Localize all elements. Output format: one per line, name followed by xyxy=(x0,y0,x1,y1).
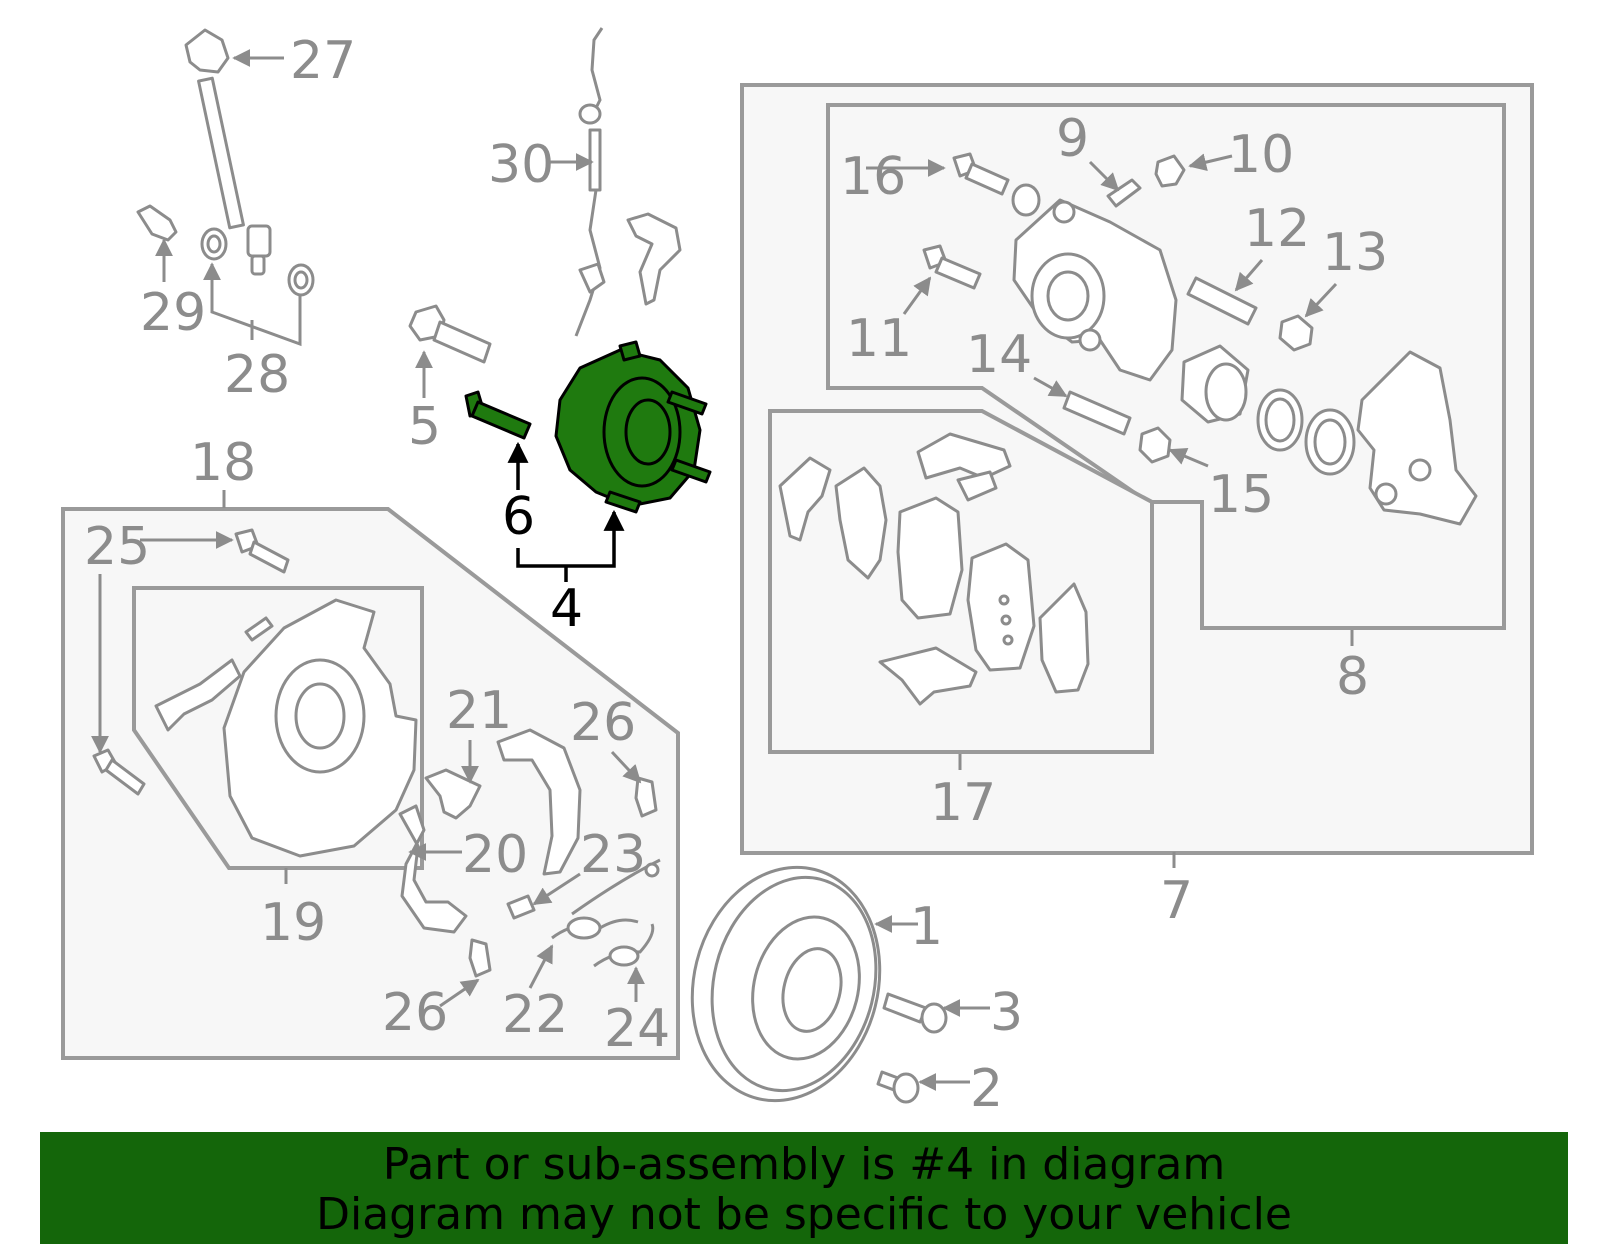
label-11: 11 xyxy=(846,309,912,369)
adjuster-lever xyxy=(154,616,274,732)
label-20: 20 xyxy=(462,825,528,885)
shoe-part-20 xyxy=(398,804,468,934)
label-12: 12 xyxy=(1244,199,1310,259)
spring-part-24 xyxy=(593,923,655,968)
backing-plate xyxy=(222,598,418,858)
banner-line-2: Diagram may not be specific to your vehi… xyxy=(316,1189,1292,1240)
label-13: 13 xyxy=(1322,223,1388,283)
label-24: 24 xyxy=(604,999,670,1059)
shoe-upper xyxy=(496,728,582,876)
label-7: 7 xyxy=(1160,871,1193,931)
leader-lines xyxy=(91,49,1354,1091)
info-banner: Part or sub-assembly is #4 in diagram Di… xyxy=(40,1132,1568,1244)
label-16: 16 xyxy=(840,147,906,207)
bleeder-part-29 xyxy=(136,204,178,242)
leader-lines-highlight xyxy=(507,441,625,582)
guide-pin-part-14 xyxy=(1062,390,1132,436)
banner-line-1: Part or sub-assembly is #4 in diagram xyxy=(382,1139,1226,1190)
brake-hose-part-27 xyxy=(184,28,272,276)
label-28: 28 xyxy=(224,345,290,405)
label-21: 21 xyxy=(446,681,512,741)
label-10: 10 xyxy=(1228,125,1294,185)
caliper-housing xyxy=(1012,198,1178,382)
label-14: 14 xyxy=(966,325,1032,385)
piston xyxy=(1180,344,1250,424)
label-23: 23 xyxy=(580,825,646,885)
label-6[interactable]: 6 xyxy=(502,487,535,547)
label-15: 15 xyxy=(1208,465,1274,525)
label-8: 8 xyxy=(1336,647,1369,707)
bleeder-part-9 xyxy=(1106,178,1142,208)
label-3: 3 xyxy=(990,983,1023,1043)
piston-seals xyxy=(1256,388,1356,476)
callout-labels: 1 2 3 4 5 6 7 8 9 10 11 12 13 14 15 16 1… xyxy=(84,31,1388,1119)
caliper-box-8 xyxy=(826,103,1506,630)
label-18: 18 xyxy=(190,433,256,493)
pad-clips xyxy=(878,432,1012,706)
abs-sensor-part-30 xyxy=(574,27,682,337)
label-22: 22 xyxy=(502,985,568,1045)
label-17: 17 xyxy=(930,773,996,833)
bolt-part-11 xyxy=(922,244,982,290)
rotor-part-1 xyxy=(690,865,882,1103)
hub-stud-part-6[interactable] xyxy=(464,390,532,440)
cap-part-10 xyxy=(1154,154,1186,188)
caliper-bracket xyxy=(1356,350,1478,526)
label-4[interactable]: 4 xyxy=(550,579,583,639)
label-25: 25 xyxy=(84,517,150,577)
label-19: 19 xyxy=(260,893,326,953)
nut-part-15 xyxy=(1138,426,1172,464)
label-5: 5 xyxy=(408,397,441,457)
bolt-part-3 xyxy=(882,992,948,1034)
label-1: 1 xyxy=(910,897,943,957)
label-9: 9 xyxy=(1056,109,1089,169)
pin-part-25 xyxy=(92,528,290,796)
label-29: 29 xyxy=(140,283,206,343)
spring-part-22 xyxy=(551,916,639,940)
guide-pin-part-12 xyxy=(1186,276,1258,326)
guide-bolt-part-16 xyxy=(952,152,1041,217)
clip-part-26 xyxy=(468,776,658,978)
bolt-part-5 xyxy=(408,304,492,364)
label-26-upper: 26 xyxy=(570,693,636,753)
label-30: 30 xyxy=(488,135,554,195)
label-2: 2 xyxy=(970,1059,1003,1119)
screw-part-2 xyxy=(876,1070,920,1104)
nut-part-13 xyxy=(1278,314,1314,352)
washer-part-28 xyxy=(200,227,315,297)
label-27: 27 xyxy=(290,31,356,91)
label-26-lower: 26 xyxy=(382,983,448,1043)
hub-bearing-part-4[interactable] xyxy=(554,340,712,514)
brake-pads xyxy=(778,456,1090,694)
spring-part-23 xyxy=(506,858,661,920)
